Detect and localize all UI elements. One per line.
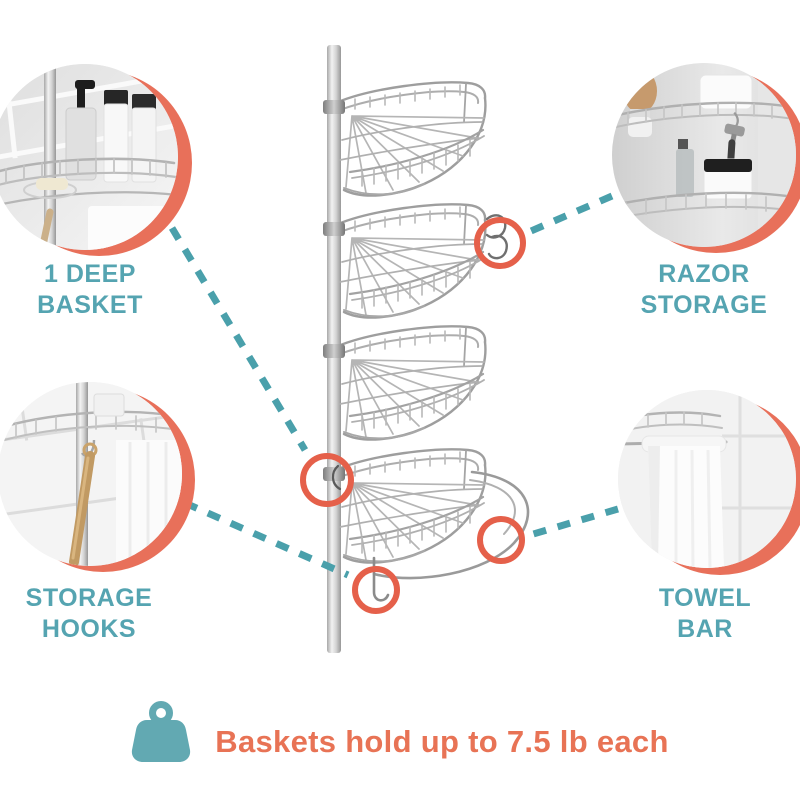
highlight-ring-towel-bar [477,516,525,564]
razor-storage-photo [612,63,796,247]
highlight-ring-deep-basket [300,453,354,507]
towel-bar-wire [372,470,530,580]
upper-shelf-wires [615,101,795,128]
jar [703,158,753,200]
hook-and-scrubber [69,439,98,566]
towel-bar-photo [618,390,796,568]
pole-in-photo [44,64,56,250]
storage-hook-wire [331,464,390,602]
basket-wires [3,410,179,441]
storage-hooks-photo [0,382,182,566]
dashed-connector-storage-hooks [183,499,350,579]
deep-basket-wires [0,157,178,206]
highlight-ring-razor-storage [474,217,526,269]
highlight-ring-storage-hooks [352,566,400,614]
toiletry-bottles [65,80,157,183]
towel [641,435,727,568]
razor-storage-label: RAZOR STORAGE [640,260,768,319]
jar-on-basket [93,393,125,417]
capacity-note: Baskets hold up to 7.5 lb each [0,701,800,763]
storage-hooks-label: STORAGE HOOKS [25,584,153,643]
dashed-connector-razor-storage [529,192,614,235]
dashed-connector-deep-basket [168,226,309,452]
deep-basket-photo [0,64,178,250]
spray-bottle [676,149,694,197]
dashed-connectors [168,192,619,579]
soap-bar [36,178,68,190]
capacity-text: Baskets hold up to 7.5 lb each [215,724,669,759]
weight-icon [132,701,191,762]
towel-bar-label: TOWEL BAR [658,584,752,643]
canister [699,74,753,110]
feature-highlight-rings [300,217,526,614]
razor-hooks [485,214,508,260]
dashed-connector-towel-bar [529,505,619,539]
deep-basket-label: 1 DEEP BASKET [37,260,143,319]
